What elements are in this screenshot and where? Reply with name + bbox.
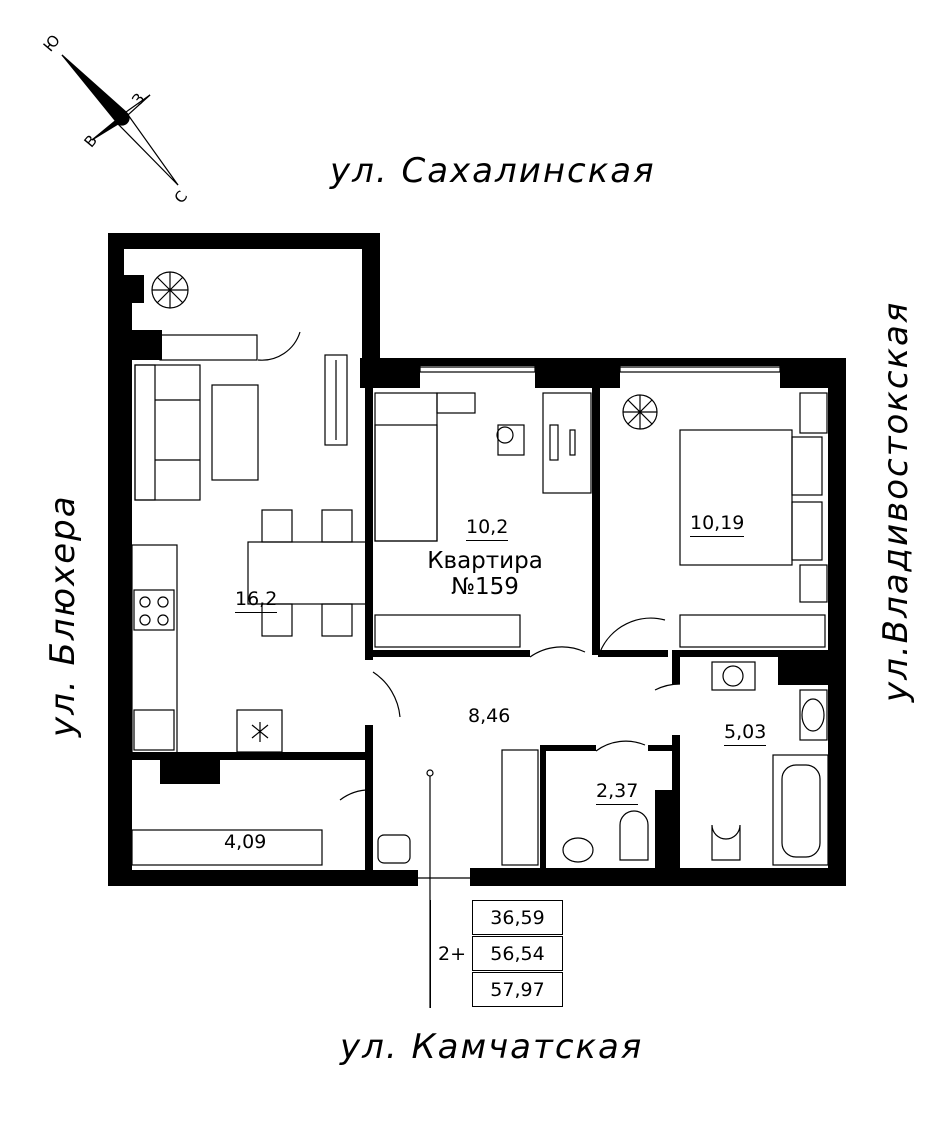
street-top: ул. Сахалинская [330, 151, 656, 191]
compass-icon [61, 54, 179, 186]
plant-icon [622, 394, 658, 430]
room-area-bedroom2: 10,19 [690, 514, 745, 537]
room-area-bedroom1: 10,2 [466, 518, 509, 541]
total-area-with-balcony: 57,97 [472, 972, 563, 1007]
walls [108, 233, 846, 886]
area-summary-table: 2+ 36,59 56,54 57,97 [430, 900, 565, 1008]
room-area-balcony: 4,09 [224, 831, 267, 853]
room-area-living-kitchen: 16,2 [235, 590, 278, 613]
plant-icon [151, 271, 189, 309]
apartment-label: Квартира №159 [405, 548, 565, 601]
room-area-bath: 5,03 [724, 723, 767, 746]
total-area: 56,54 [472, 936, 563, 971]
room-area-wc: 2,37 [596, 782, 639, 805]
apartment-type: 2+ [430, 900, 473, 1008]
apartment-number: №159 [451, 574, 519, 601]
street-bottom: ул. Камчатская [340, 1027, 644, 1067]
apartment-title: Квартира [427, 548, 543, 574]
room-area-hall: 8,46 [468, 705, 511, 727]
living-area: 36,59 [472, 900, 563, 935]
